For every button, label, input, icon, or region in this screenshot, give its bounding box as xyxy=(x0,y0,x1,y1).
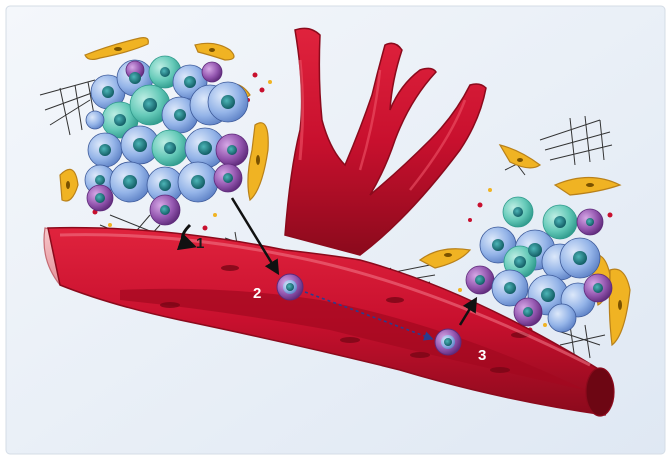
circulating-tumor-cell-a xyxy=(277,274,303,300)
circulating-tumor-cell-b xyxy=(435,329,461,355)
step-label-2: 2 xyxy=(253,285,261,302)
step-label-1: 1 xyxy=(196,235,204,252)
step-label-3: 3 xyxy=(478,347,486,364)
